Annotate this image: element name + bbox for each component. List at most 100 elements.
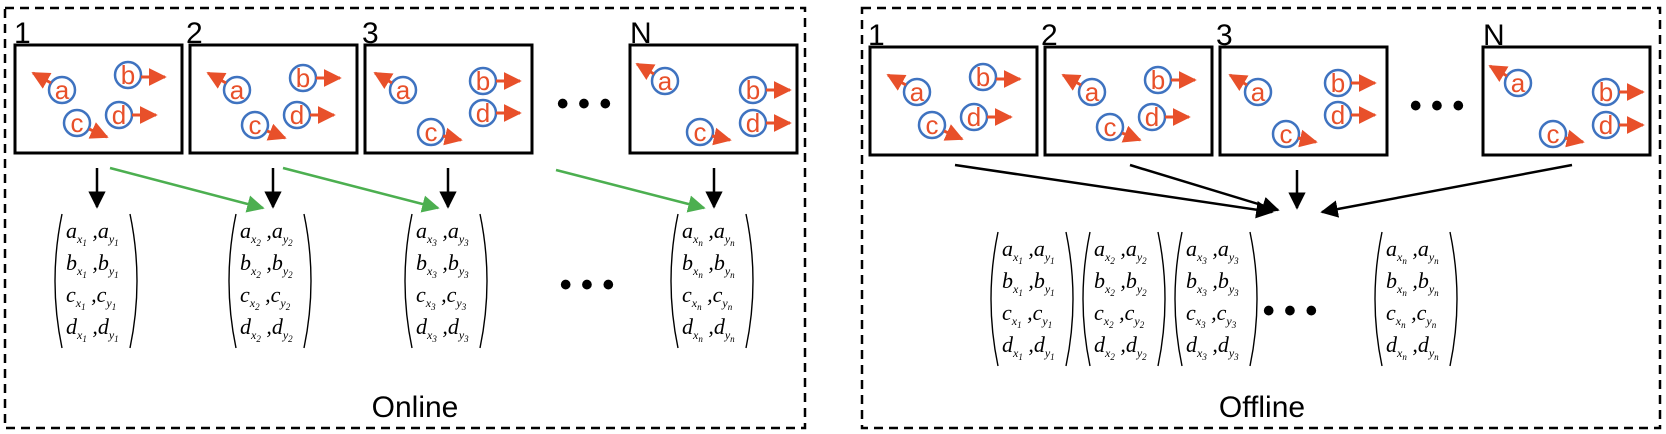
particle-label: d: [1599, 110, 1613, 140]
particle-label: b: [476, 66, 490, 96]
right-paren: [1249, 231, 1258, 367]
particle-c: c: [1095, 112, 1142, 143]
particle-label: c: [425, 117, 438, 147]
coordinate-entry: cxn ,cyn: [1386, 300, 1437, 330]
particle-d: d: [1137, 102, 1191, 132]
coordinate-entry: dx1 ,dy1: [1002, 332, 1055, 362]
particle-label: d: [112, 100, 126, 130]
particle-d: d: [1323, 100, 1377, 130]
coordinate-entry: ax2 ,ay2: [1094, 236, 1147, 266]
green-arrow: [109, 166, 265, 213]
particle-label: b: [1599, 77, 1613, 107]
particle-b: b: [1591, 77, 1645, 107]
mode-label-online: Online: [372, 391, 459, 424]
particle-a: a: [886, 73, 932, 107]
coordinate-entry: dx2 ,dy2: [1094, 332, 1147, 362]
coordinate-entry: bx3 ,by3: [416, 250, 469, 280]
particle-b: b: [1143, 65, 1197, 95]
particle-label: c: [926, 110, 939, 140]
frame-to-coords-arrows: [88, 168, 723, 209]
frame-box: a b c d: [363, 43, 534, 155]
mode-label-offline: Offline: [1219, 391, 1305, 424]
particle-label: c: [694, 117, 707, 147]
particle-label: c: [1104, 112, 1117, 142]
ellipsis: • • •: [560, 266, 615, 304]
particle-d: d: [468, 98, 522, 128]
left-paren: [1374, 231, 1383, 367]
particle-label: a: [55, 75, 70, 105]
coordinate-entry: cxn ,cyn: [682, 282, 733, 312]
particle-label: d: [746, 108, 760, 138]
coordinate-entry: cx1 ,cy1: [66, 282, 116, 312]
coordinate-entry: dxn ,dyn: [1386, 332, 1439, 362]
particle-c: c: [240, 110, 287, 141]
left-paren: [54, 213, 63, 349]
particle-d: d: [959, 102, 1013, 132]
frame-box: a b c d: [1043, 45, 1214, 157]
particle-a: a: [1061, 73, 1107, 107]
frame-box: a b c d: [1481, 45, 1652, 157]
right-paren: [303, 213, 312, 349]
particle-label: b: [976, 62, 990, 92]
particle-b: b: [288, 63, 342, 93]
particle-d: d: [282, 100, 336, 130]
temporal-links: [109, 166, 706, 213]
left-paren: [670, 213, 679, 349]
right-paren: [1157, 231, 1166, 367]
particle-label: a: [910, 77, 925, 107]
ellipsis: • • •: [557, 85, 612, 123]
particle-label: c: [71, 108, 84, 138]
particle-label: c: [1280, 119, 1293, 149]
particle-label: b: [121, 60, 135, 90]
particle-label: c: [249, 110, 262, 140]
right-paren: [1449, 231, 1458, 367]
particle-a: a: [1228, 73, 1273, 107]
particle-a: a: [1488, 64, 1533, 98]
particle-label: b: [296, 63, 310, 93]
particle-c: c: [917, 110, 964, 141]
frame-box: a b c d: [628, 43, 799, 155]
particle-c: c: [685, 117, 732, 147]
coordinate-entry: dx3 ,dy3: [416, 314, 469, 344]
coordinate-entry: cx2 ,cy2: [1094, 300, 1145, 330]
converge-arrow: [1129, 163, 1280, 214]
frame-box: a b c d: [1218, 45, 1389, 157]
frame-number: 2: [1041, 19, 1058, 52]
particle-d: d: [738, 108, 792, 138]
particle-c: c: [1271, 119, 1318, 149]
particle-a: a: [635, 62, 680, 96]
coordinate-entry: bx2 ,by2: [240, 250, 293, 280]
online-frames: a b c d a b c d a b c d a b c d: [13, 43, 799, 155]
left-paren: [1082, 231, 1091, 367]
particle-c: c: [416, 117, 463, 147]
particle-label: b: [1151, 65, 1165, 95]
particle-label: d: [476, 98, 490, 128]
coordinate-entry: bx3 ,by3: [1186, 268, 1239, 298]
right-paren: [129, 213, 138, 349]
right-paren: [745, 213, 754, 349]
frame-number: 2: [186, 17, 203, 50]
coordinate-entry: ax1 ,ay1: [1002, 236, 1055, 266]
coordinate-entry: ax3 ,ay3: [416, 218, 469, 248]
coordinate-entry: cx3 ,cy3: [416, 282, 467, 312]
particle-c: c: [1538, 119, 1585, 149]
particle-label: a: [230, 75, 245, 105]
coordinate-entry: dxn ,dyn: [682, 314, 735, 344]
particle-label: a: [396, 75, 411, 105]
particle-b: b: [738, 75, 792, 105]
green-arrow: [282, 166, 440, 213]
offline-frames: a b c d a b c d a b c d a b c d: [868, 45, 1652, 157]
particle-d: d: [1591, 110, 1645, 140]
particle-b: b: [968, 62, 1022, 92]
coordinate-entry: axn ,ayn: [682, 218, 735, 248]
coordinate-entry: axn ,ayn: [1386, 236, 1439, 266]
ellipsis: • • •: [1410, 87, 1465, 125]
